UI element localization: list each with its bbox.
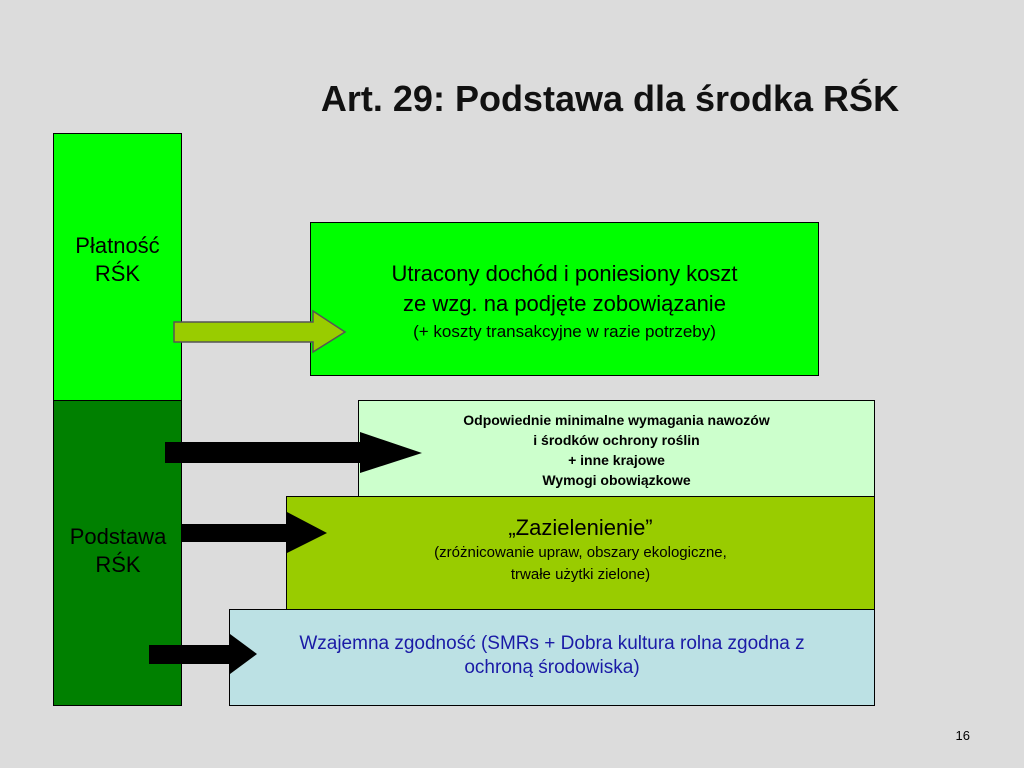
payment-column-label: Płatność RŚK (53, 232, 182, 288)
income-cost-box: Utracony dochód i poniesiony koszt ze wz… (310, 222, 819, 376)
payment-label-line-2: RŚK (94, 261, 141, 286)
slide-title: Art. 29: Podstawa dla środka RŚK (320, 78, 900, 119)
basis-label-line-2: RŚK (95, 552, 141, 577)
compliance-line-1: Wzajemna zgodność (SMRs + Dobra kultura … (299, 633, 805, 654)
greening-box: „Zazielenienie” (zróżnicowanie upraw, ob… (286, 496, 875, 611)
income-box-line-2: ze wzg. na podjęte zobowiązanie (403, 291, 726, 316)
income-box-line-1: Utracony dochód i poniesiony koszt (391, 261, 738, 286)
compliance-line-2: ochroną środowiska) (464, 657, 640, 678)
requirements-box: Odpowiednie minimalne wymagania nawozów … (358, 400, 875, 498)
greening-title: „Zazielenienie” (508, 515, 653, 540)
requirements-line-1: Odpowiednie minimalne wymagania nawozów (463, 412, 770, 428)
requirements-line-2: i środków ochrony roślin (533, 432, 700, 448)
requirements-line-4: Wymogi obowiązkowe (542, 472, 691, 488)
greening-line-3: trwałe użytki zielone) (510, 566, 651, 583)
income-box-line-3: (+ koszty transakcyjne w razie potrzeby) (413, 322, 716, 341)
basis-column-label: Podstawa RŚK (38, 523, 198, 579)
cross-compliance-box: Wzajemna zgodność (SMRs + Dobra kultura … (229, 609, 875, 706)
payment-label-line-1: Płatność (75, 233, 160, 258)
basis-label-line-1: Podstawa (69, 524, 167, 549)
page-number: 16 (955, 728, 970, 743)
greening-line-2: (zróżnicowanie upraw, obszary ekologiczn… (434, 544, 727, 561)
requirements-line-3: + inne krajowe (568, 452, 665, 468)
payment-column (53, 133, 182, 401)
